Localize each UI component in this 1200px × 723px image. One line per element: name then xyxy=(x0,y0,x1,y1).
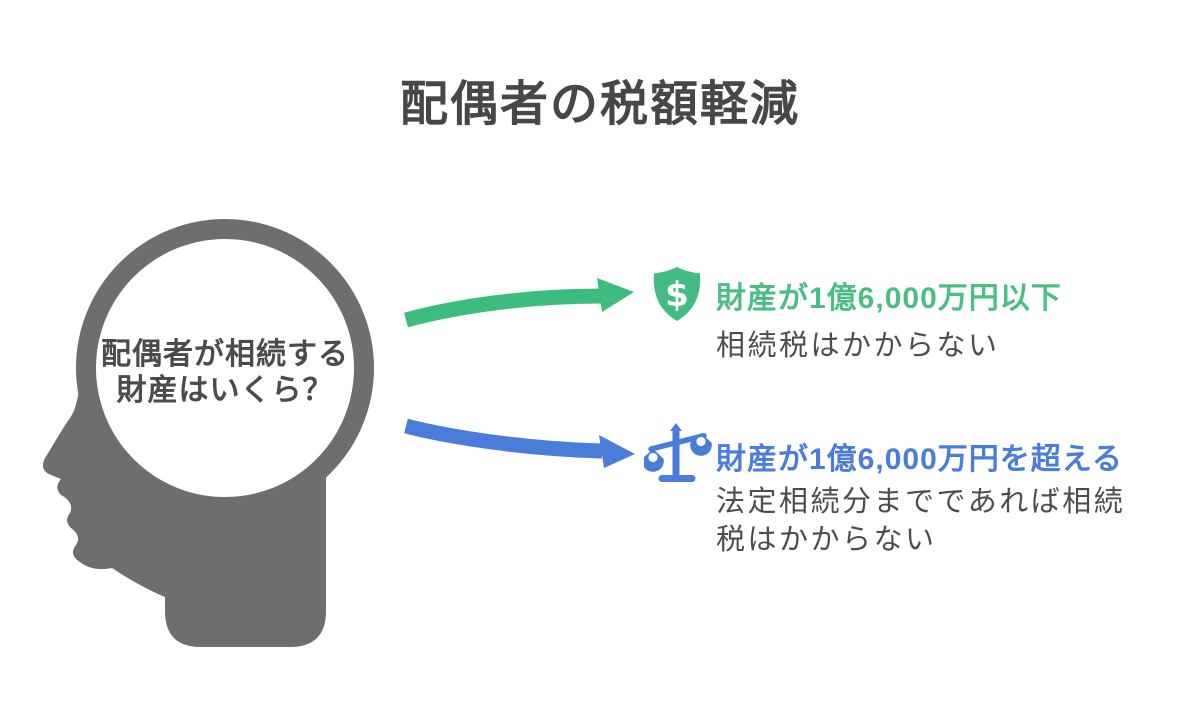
dollar-glyph: $ xyxy=(665,275,689,315)
branch2-body: 法定相続分までであれば相続 税はかからない xyxy=(716,483,1125,559)
head-question-line2: 財産はいくら？ xyxy=(116,374,334,407)
head-question-line1: 配偶者が相続する xyxy=(101,338,349,371)
blue-arrow xyxy=(404,418,635,468)
balance-scale-icon xyxy=(644,423,712,482)
branch2-body-line2: 税はかからない xyxy=(716,524,937,556)
branch2-body-line1: 法定相続分までであれば相続 xyxy=(716,486,1126,518)
page-title: 配偶者の税額軽減 xyxy=(399,78,800,131)
head-silhouette xyxy=(43,219,374,647)
branch1-body: 相続税はかからない xyxy=(716,330,1000,362)
head-question: 配偶者が相続する 財産はいくら？ xyxy=(65,337,385,409)
branch1-heading: 財産が1億6,000万円以下 xyxy=(716,282,1062,315)
branch2-heading: 財産が1億6,000万円を超える xyxy=(716,443,1123,476)
dollar-shield-icon: $ xyxy=(653,267,701,321)
thought-circle xyxy=(76,219,374,517)
green-arrow xyxy=(404,278,634,328)
